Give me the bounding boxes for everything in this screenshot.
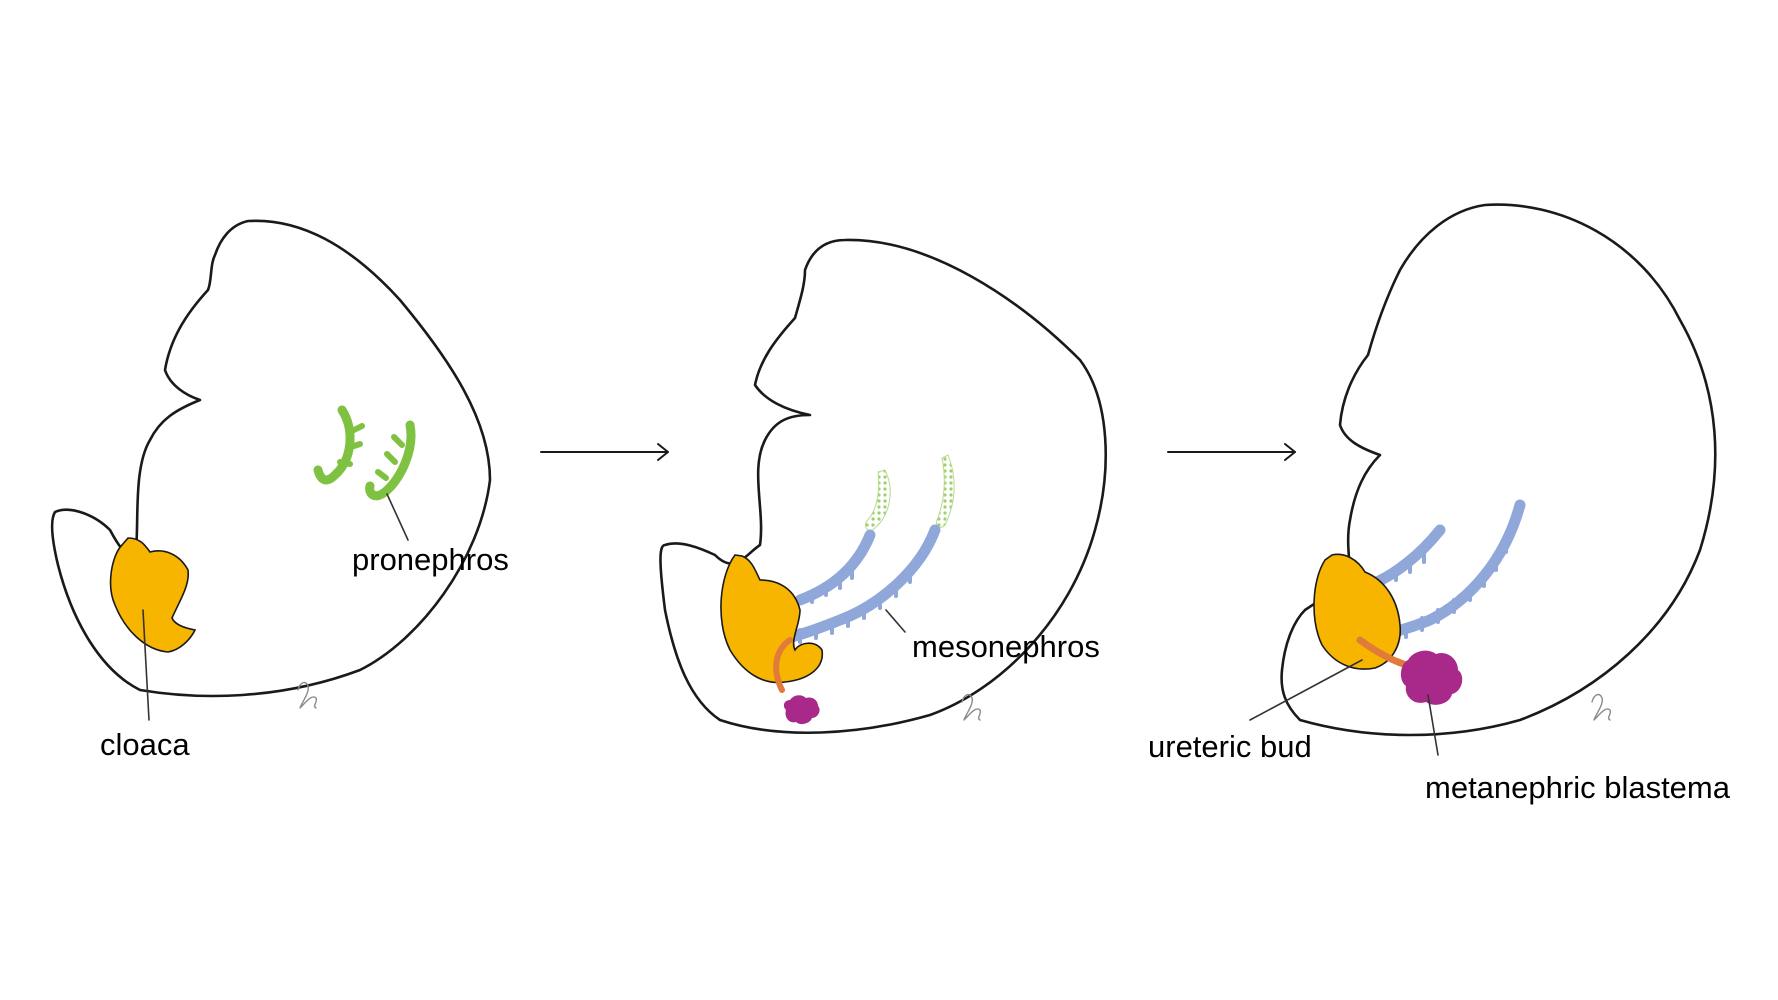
embryo-outline-1 (50, 219, 492, 698)
pronephros-leader-line (386, 493, 409, 541)
pronephros-tubule-1-branches (337, 423, 365, 467)
faded-pronephros-2 (936, 454, 955, 528)
cloaca-leader-line (142, 609, 150, 721)
pronephros-tubule-2-branches (375, 434, 405, 481)
embryo-outline-2 (659, 238, 1107, 734)
cloaca-shape-2 (720, 554, 823, 684)
artist-signature-2 (961, 693, 982, 721)
faded-pronephros-1 (865, 469, 891, 531)
artist-signature-3 (1591, 693, 1612, 721)
mesonephric-tubules-upper (810, 566, 854, 604)
metanephric-blastema-label: metanephric blastema (1425, 770, 1731, 805)
mesonephros-label: mesonephros (912, 629, 1100, 664)
mesonephric-tubules-lower-3 (1388, 538, 1508, 644)
panel-metanephros-stage: ureteric bud metanephric blastema (1148, 203, 1731, 805)
ureteric-bud-early (773, 637, 793, 693)
panel-mesonephros-stage: mesonephros (659, 238, 1107, 734)
pronephros-label: pronephros (352, 542, 509, 577)
pronephros-tubule-2 (365, 420, 416, 501)
ureteric-bud-label: ureteric bud (1148, 729, 1312, 764)
metanephric-blastema-leader-line (1427, 694, 1439, 756)
artist-signature-1 (297, 681, 318, 709)
cloaca-shape-3 (1313, 553, 1401, 670)
ureteric-bud-leader-line (1249, 659, 1363, 721)
panel-pronephros-stage: pronephros cloaca (50, 219, 509, 762)
embryo-outline-3 (1280, 203, 1717, 737)
mesonephric-tubules-lower (798, 568, 912, 644)
mesonephric-duct-upper (794, 529, 876, 606)
mesonephros-leader-line (885, 609, 906, 633)
mesonephric-duct-lower (774, 524, 941, 646)
cloaca-label: cloaca (100, 727, 190, 762)
metanephric-blastema-shape (1400, 650, 1463, 705)
pronephros-tubule-1 (313, 405, 355, 485)
cloaca-shape (109, 537, 197, 653)
stage-arrow-1 (540, 443, 669, 461)
stage-arrow-2 (1167, 443, 1296, 461)
pronephros-tubules (313, 405, 416, 501)
metanephric-blastema-early (783, 695, 820, 725)
